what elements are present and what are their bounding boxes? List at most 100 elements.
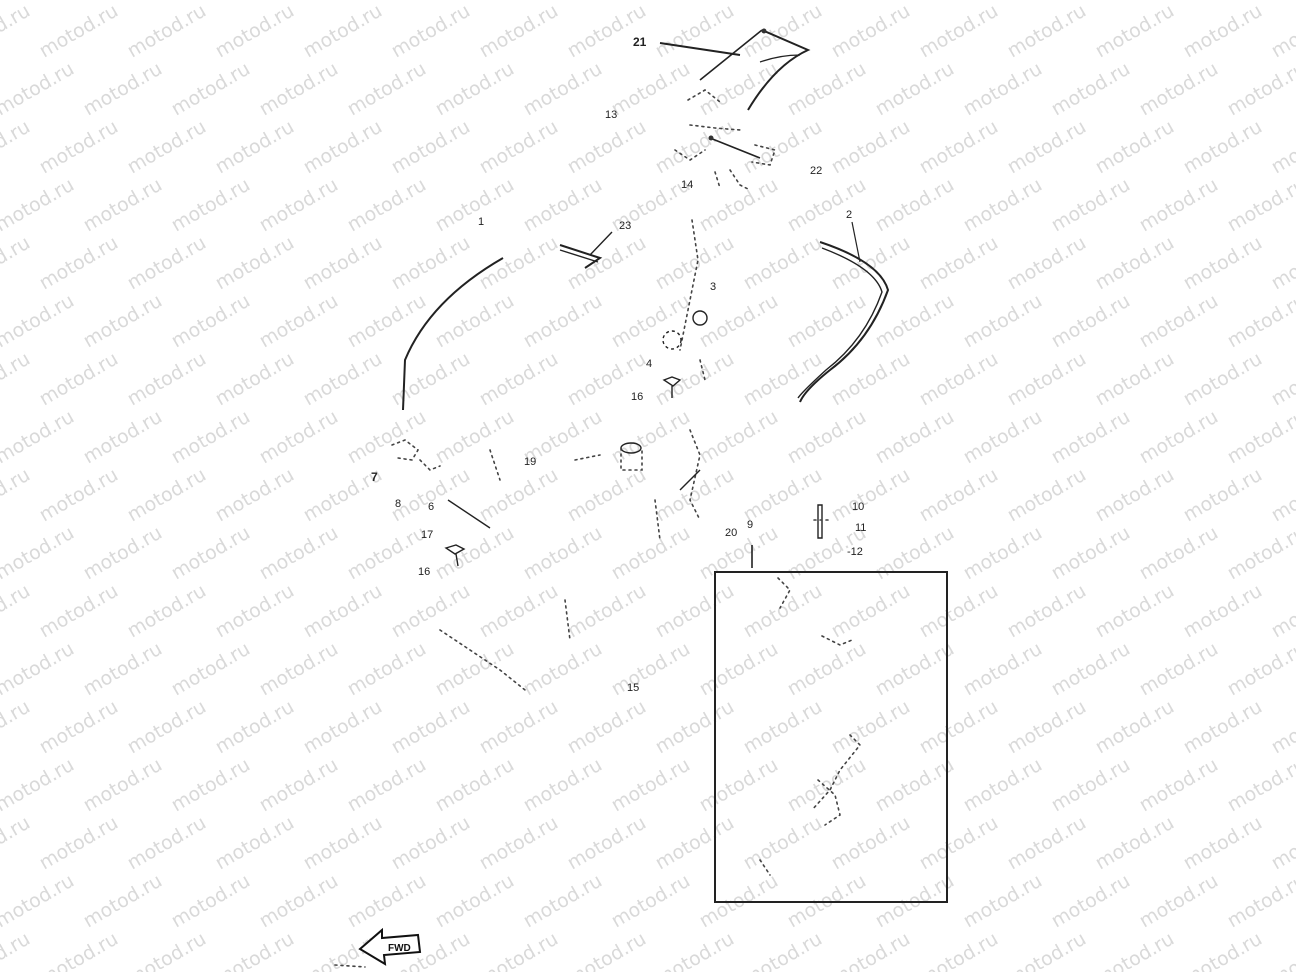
part-label-14: 14 [681, 179, 693, 191]
part-7-mirror-mount [391, 439, 441, 471]
watermark-text: motod.ru [564, 580, 650, 643]
watermark-text: motod.ru [784, 638, 870, 701]
watermark-text: motod.ru [0, 174, 78, 237]
watermark-text: motod.ru [0, 0, 78, 4]
watermark-text: motod.ru [388, 348, 474, 411]
watermark-text: motod.ru [0, 522, 78, 585]
watermark-text: motod.ru [1268, 232, 1296, 295]
watermark-text: motod.ru [80, 406, 166, 469]
watermark-text: motod.ru [0, 580, 34, 643]
watermark-text: motod.ru [80, 870, 166, 933]
watermark-text: motod.ru [256, 754, 342, 817]
watermark-text: motod.ru [960, 290, 1046, 353]
watermark-text: motod.ru [36, 464, 122, 527]
watermark-text: motod.ru [960, 754, 1046, 817]
watermark-text: motod.ru [124, 348, 210, 411]
watermark-text: motod.ru [0, 464, 34, 527]
watermark-text: motod.ru [1136, 406, 1222, 469]
part-label-8: 8 [395, 498, 401, 510]
watermark-text: motod.ru [432, 638, 518, 701]
part-6-rod [447, 449, 501, 529]
watermark-text: motod.ru [212, 928, 298, 972]
watermark-text: motod.ru [124, 696, 210, 759]
watermark-text: motod.ru [1092, 0, 1178, 62]
watermark-text: motod.ru [1136, 522, 1222, 585]
watermark-text: motod.ru [212, 580, 298, 643]
watermark-text: motod.ru [432, 0, 518, 4]
watermark-text: motod.ru [608, 58, 694, 121]
watermark-text: motod.ru [1048, 290, 1134, 353]
watermark-text: motod.ru [1180, 348, 1266, 411]
watermark-text: motod.ru [784, 754, 870, 817]
watermark-text: motod.ru [696, 638, 782, 701]
watermark-text: motod.ru [432, 174, 518, 237]
part-label-15: 15 [627, 682, 639, 694]
watermark-text: motod.ru [872, 638, 958, 701]
watermark-text: motod.ru [1136, 0, 1222, 4]
watermark-text: motod.ru [344, 406, 430, 469]
watermark-text: motod.ru [1180, 232, 1266, 295]
watermark-text: motod.ru [212, 812, 298, 875]
watermark-text: motod.ru [1092, 232, 1178, 295]
watermark-text: motod.ru [476, 232, 562, 295]
watermark-text: motod.ru [784, 174, 870, 237]
watermark-text: motod.ru [784, 0, 870, 4]
watermark-text: motod.ru [1092, 812, 1178, 875]
watermark-text: motod.ru [696, 174, 782, 237]
watermark-text: motod.ru [652, 928, 738, 972]
watermark-text: motod.ru [1224, 754, 1296, 817]
watermark-text: motod.ru [916, 928, 1002, 972]
part-15-lower-panel [439, 599, 571, 691]
part-label-9: 9 [747, 519, 753, 531]
watermark-text: motod.ru [476, 696, 562, 759]
watermark-text: motod.ru [0, 812, 34, 875]
watermark-text: motod.ru [80, 174, 166, 237]
watermark-text: motod.ru [520, 870, 606, 933]
watermark-text: motod.ru [0, 0, 34, 62]
watermark-text: motod.ru [1048, 522, 1134, 585]
part-label-2: 2 [846, 209, 852, 221]
watermark-text: motod.ru [740, 928, 826, 972]
watermark-text: motod.ru [124, 464, 210, 527]
watermark-text: motod.ru [1092, 348, 1178, 411]
part-label-19: 19 [524, 456, 536, 468]
watermark-text: motod.ru [916, 116, 1002, 179]
watermark-text: motod.ru [828, 116, 914, 179]
part-label-21: 21 [633, 35, 647, 49]
watermark-text: motod.ru [212, 0, 298, 62]
watermark-text: motod.ru [212, 232, 298, 295]
watermark-text: motod.ru [564, 0, 650, 62]
watermark-text: motod.ru [1092, 928, 1178, 972]
watermark-text: motod.ru [564, 812, 650, 875]
watermark-text: motod.ru [344, 58, 430, 121]
watermark-text: motod.ru [0, 348, 34, 411]
watermark-text: motod.ru [916, 348, 1002, 411]
watermark-text: motod.ru [256, 0, 342, 4]
watermark-text: motod.ru [36, 232, 122, 295]
watermark-text: motod.ru [608, 522, 694, 585]
watermark-text: motod.ru [828, 812, 914, 875]
watermark-text: motod.ru [432, 522, 518, 585]
watermark-text: motod.ru [1268, 0, 1296, 62]
watermark-text: motod.ru [300, 116, 386, 179]
watermark-text: motod.ru [1004, 464, 1090, 527]
watermark-text: motod.ru [652, 464, 738, 527]
part-10-12-fastener [813, 504, 829, 539]
watermark-text: motod.ru [36, 116, 122, 179]
watermark-text: motod.ru [1224, 174, 1296, 237]
watermark-text: motod.ru [652, 348, 738, 411]
watermark-text: motod.ru [916, 696, 1002, 759]
watermark-text: motod.ru [1004, 348, 1090, 411]
watermark-text: motod.ru [784, 290, 870, 353]
watermark-text: motod.ru [1268, 464, 1296, 527]
watermark-text: motod.ru [168, 522, 254, 585]
watermark-text: motod.ru [168, 0, 254, 4]
watermark-text: motod.ru [300, 580, 386, 643]
part-label-16-top: 16 [631, 391, 643, 403]
watermark-text: motod.ru [124, 812, 210, 875]
watermark-text: motod.ru [520, 754, 606, 817]
watermark-text: motod.ru [696, 58, 782, 121]
watermark-text: motod.ru [124, 232, 210, 295]
watermark-text: motod.ru [168, 638, 254, 701]
